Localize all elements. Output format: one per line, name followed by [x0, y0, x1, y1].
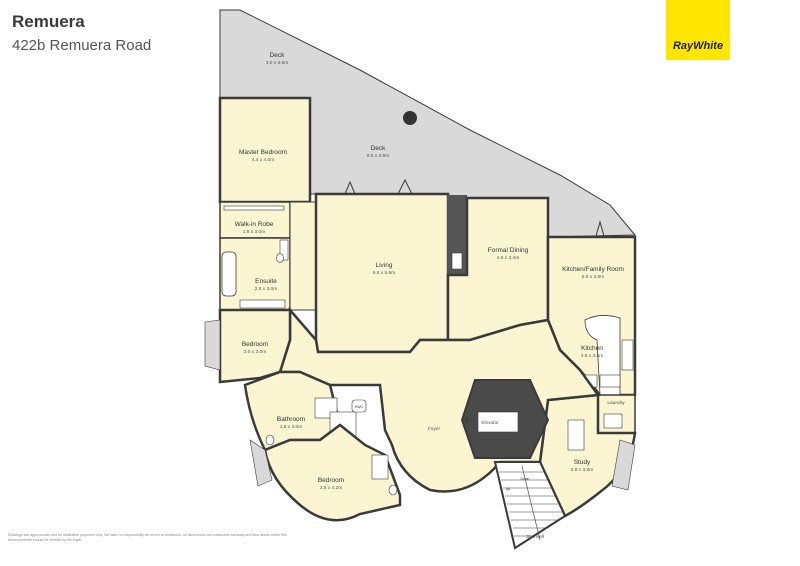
- room-name-kitchen: Kitchen: [581, 345, 603, 352]
- room-dims-walk-in-robe: 1.8 x 3.0m: [243, 229, 265, 235]
- master-bedroom-room: [218, 96, 312, 204]
- stair-treads: [499, 465, 562, 541]
- room-name-deck-top: Deck: [270, 52, 286, 59]
- label-laundry: Laundry: [607, 400, 625, 406]
- property-address: 422b Remuera Road: [12, 37, 152, 54]
- room-dims-master-bedroom: 4.4 x 4.0m: [252, 157, 274, 163]
- room-name-bedroom-2: Bedroom: [318, 477, 344, 484]
- label-stairs-down: Down: [521, 477, 530, 481]
- room-name-bathroom: Bathroom: [277, 416, 305, 423]
- room-name-master-bedroom: Master Bedroom: [239, 149, 287, 156]
- bathroom-room: [243, 370, 342, 452]
- label-stairs-up: Up: [506, 487, 511, 491]
- room-dims-kitchen: 4.5 x 3.6m: [581, 353, 603, 359]
- room-name-ensuite: Ensuite: [255, 278, 277, 285]
- room-dims-study: 2.8 x 3.8m: [571, 467, 593, 473]
- logo-text: RayWhite: [672, 40, 724, 52]
- brand-logo: RayWhite: [666, 0, 730, 60]
- room-dims-deck-top: 3.0 x 3.6m: [266, 60, 288, 66]
- room-dims-bathroom: 1.8 x 3.0m: [280, 424, 302, 430]
- room-dims-ensuite: 2.8 x 3.0m: [255, 286, 277, 292]
- room-dims-living: 6.6 x 5.6m: [373, 270, 395, 276]
- door-marks: [344, 178, 605, 237]
- deck-feature: [403, 111, 417, 125]
- page-title: Remuera: [12, 12, 85, 31]
- label-stairwell: Stairwell: [526, 534, 544, 540]
- label-hwc: HWC: [355, 405, 364, 409]
- room-dims-deck-main: 8.5 x 3.6m: [367, 153, 389, 159]
- room-name-walk-in-robe: Walk-in Robe: [235, 221, 274, 228]
- room-name-living: Living: [376, 262, 393, 269]
- room-name-study: Study: [574, 459, 591, 466]
- room-name-deck-main: Deck: [371, 145, 387, 152]
- room-name-bedroom-1: Bedroom: [242, 341, 268, 348]
- room-name-kitchen-family: Kitchen/Family Room: [562, 266, 624, 273]
- label-elevator: Elevator: [481, 420, 499, 426]
- room-dims-bedroom-1: 3.0 x 3.0m: [244, 349, 266, 355]
- study-room: [538, 393, 637, 518]
- room-dims-kitchen-family: 5.6 x 3.6m: [582, 274, 604, 280]
- room-labels: Deck 3.0 x 3.6m Deck 8.5 x 3.6m Master B…: [235, 52, 626, 540]
- room-dims-bedroom-2: 3.8 x 4.2m: [320, 485, 342, 491]
- room-name-formal-dining: Formal Dining: [488, 247, 529, 254]
- disclaimer-text: Drawings are approximate and for illustr…: [8, 533, 288, 542]
- stairwell: [493, 461, 567, 550]
- room-dims-formal-dining: 4.6 x 3.4m: [497, 255, 519, 261]
- label-foyer: Foyer: [428, 426, 441, 432]
